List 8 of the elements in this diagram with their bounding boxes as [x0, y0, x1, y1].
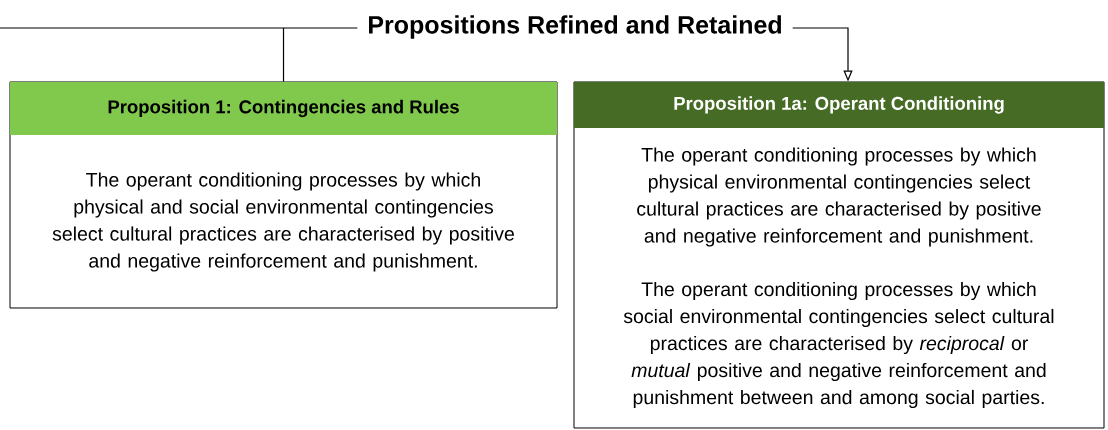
body-text: The operant conditioning processes by which physical and social environmental contingencies select cultural practices are characterised by positive and negative reinforcement and punishment. [52, 172, 514, 272]
proposition-box [573, 81, 1105, 429]
header-bar: Proposition 1: Contingencies and Rules [10, 82, 557, 135]
proposition-box [9, 81, 558, 309]
header-bar: Proposition 1a: Operant Conditioning [574, 82, 1104, 128]
body-text: The operant conditioning processes by which physical environmental contingencies select cultural practices are characterised by positive and negative reinforcement and punishment. [637, 147, 1041, 247]
body-text: The operant conditioning processes by which social environmental contingencies select cultural practices are characterised by reciprocal or mutual positive and negative reinforcement and punishment between and among social parties. [623, 281, 1054, 409]
title: Propositions Refined and Retained [357, 12, 793, 42]
